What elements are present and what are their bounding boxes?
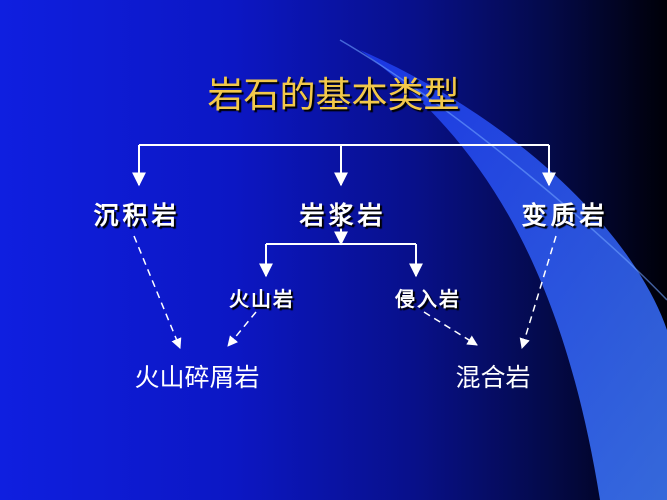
dashed-metamorphic-to-migmatite	[519, 235, 557, 350]
slide-title: 岩石的基本类型	[207, 75, 460, 116]
dashed-intrusive-to-migmatite	[423, 311, 478, 346]
node-sedimentary: 沉积岩	[93, 201, 181, 230]
node-migmatite: 混合岩	[455, 363, 531, 392]
node-volcanic: 火山岩	[229, 287, 295, 311]
node-intrusive: 侵入岩	[395, 287, 461, 311]
dashed-volcanic-to-pyroclastic	[227, 311, 257, 347]
swoosh-highlight	[339, 39, 667, 301]
swoosh-shape	[360, 50, 667, 500]
dashed-sedimentary-to-pyroclastic	[133, 235, 182, 349]
node-magmatic: 岩浆岩	[299, 201, 387, 230]
node-pyroclastic: 火山碎屑岩	[134, 363, 260, 392]
node-metamorphic: 变质岩	[521, 201, 609, 230]
